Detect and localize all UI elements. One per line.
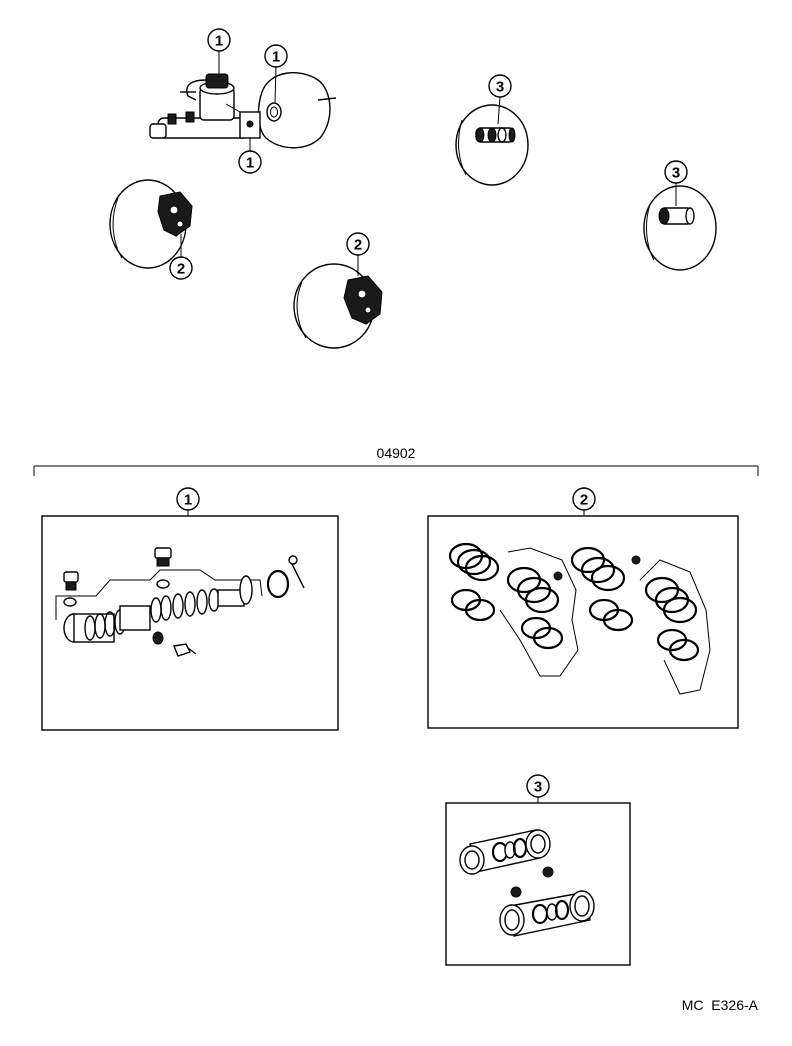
callout-2-label: 2: [177, 261, 185, 278]
callout-3-rear-right: 3: [664, 160, 688, 206]
callout-3-kit: 3: [526, 774, 550, 803]
callout-2-label: 2: [580, 492, 588, 509]
kit-bracket: 04902: [33, 445, 759, 476]
callout-2-front-right: 2: [346, 232, 370, 276]
figure-code: MC E326-A: [682, 997, 759, 1013]
callout-1-reservoir: 1: [207, 28, 231, 74]
callout-1-seal: 1: [264, 44, 288, 103]
callout-3-label: 3: [672, 165, 680, 182]
callout-2-label: 2: [354, 237, 362, 254]
caliper-icon: [109, 179, 193, 269]
kit-part-number: 04902: [377, 445, 416, 461]
callout-1-label: 1: [184, 492, 192, 509]
callout-3-label: 3: [534, 779, 542, 796]
callout-1-label: 1: [215, 33, 223, 50]
wheel-cylinder-icon: [643, 185, 717, 271]
repair-kit-icon: [55, 547, 305, 657]
callout-3-rear-left: 3: [488, 74, 512, 125]
kit-3-frame: [445, 802, 631, 966]
callout-2-front-left: 2: [169, 234, 193, 280]
callout-3-label: 3: [496, 79, 504, 96]
wheel-cylinder-icon: [455, 104, 529, 186]
callout-2-kit: 2: [572, 487, 596, 516]
master-cylinder-icon: [149, 73, 282, 139]
repair-kit-icon: [448, 542, 711, 695]
repair-kit-icon: [459, 829, 595, 937]
caliper-icon: [293, 263, 383, 349]
kit-2-frame: [427, 515, 739, 729]
callout-1-label: 1: [246, 155, 254, 172]
kit-1-frame: [41, 515, 339, 731]
callout-1-body: 1: [238, 138, 262, 174]
callout-1-kit: 1: [176, 487, 200, 516]
callout-1-label: 1: [272, 49, 280, 66]
